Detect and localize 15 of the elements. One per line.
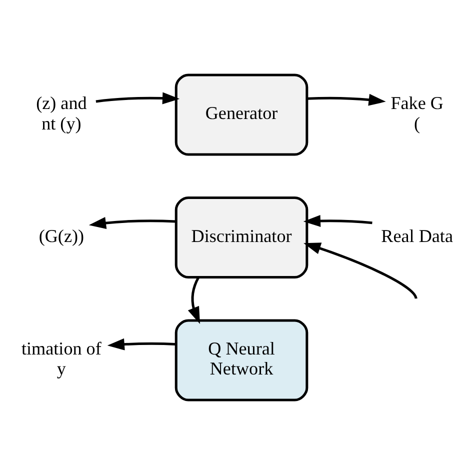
node-text: Real Data xyxy=(381,225,454,246)
node-box: Discriminator xyxy=(174,196,308,278)
arrow xyxy=(107,338,176,350)
node-box: Q Neural Network xyxy=(174,318,308,401)
arrow xyxy=(96,92,180,104)
arrow xyxy=(303,214,372,226)
node-text: (z) and nt (y) xyxy=(36,92,87,133)
node-text: (G(z)) xyxy=(38,225,84,246)
arrow xyxy=(307,93,386,106)
node-box: Generator xyxy=(174,73,308,156)
arrow xyxy=(88,216,176,228)
arrow xyxy=(304,242,418,298)
arrow xyxy=(188,276,200,324)
node-text: timation of y xyxy=(21,338,102,378)
node-text: Fake G ( xyxy=(390,92,444,133)
